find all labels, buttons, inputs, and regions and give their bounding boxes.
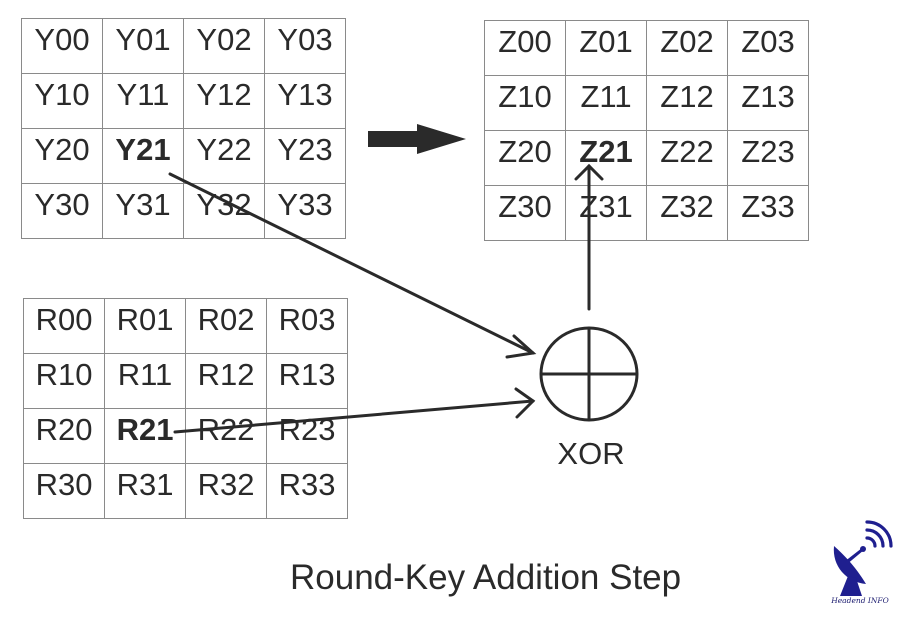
matrix-cell: Y23 bbox=[264, 128, 346, 184]
matrix-cell: R21 bbox=[104, 408, 186, 464]
matrix-cell: Z21 bbox=[565, 130, 647, 186]
matrix-cell: R23 bbox=[266, 408, 348, 464]
matrix-cell: Y33 bbox=[264, 183, 346, 239]
matrix-cell: Z02 bbox=[646, 20, 728, 76]
matrix-cell: Y01 bbox=[102, 18, 184, 74]
matrix-cell: Z20 bbox=[484, 130, 566, 186]
satellite-dish-icon bbox=[833, 520, 893, 596]
matrix-cell: R02 bbox=[185, 298, 267, 354]
matrix-cell: Y30 bbox=[21, 183, 103, 239]
matrix-cell: R03 bbox=[266, 298, 348, 354]
matrix-cell: Z32 bbox=[646, 185, 728, 241]
matrix-cell: R01 bbox=[104, 298, 186, 354]
matrix-cell: Z30 bbox=[484, 185, 566, 241]
matrix-cell: R31 bbox=[104, 463, 186, 519]
block-arrow-icon bbox=[368, 124, 466, 154]
xor-symbol-icon bbox=[539, 326, 639, 422]
matrix-cell: Y11 bbox=[102, 73, 184, 129]
matrix-cell: Z22 bbox=[646, 130, 728, 186]
matrix-cell: Z13 bbox=[727, 75, 809, 131]
matrix-cell: Y03 bbox=[264, 18, 346, 74]
matrix-cell: Y20 bbox=[21, 128, 103, 184]
matrix-cell: Z31 bbox=[565, 185, 647, 241]
matrix-cell: Z11 bbox=[565, 75, 647, 131]
matrix-cell: Z10 bbox=[484, 75, 566, 131]
matrix-cell: Z01 bbox=[565, 20, 647, 76]
matrix-cell: R22 bbox=[185, 408, 267, 464]
matrix-cell: R33 bbox=[266, 463, 348, 519]
matrix-cell: R11 bbox=[104, 353, 186, 409]
matrix-cell: Y22 bbox=[183, 128, 265, 184]
matrix-cell: Y21 bbox=[102, 128, 184, 184]
matrix-cell: Y00 bbox=[21, 18, 103, 74]
matrix-cell: R00 bbox=[23, 298, 105, 354]
xor-label: XOR bbox=[557, 436, 625, 471]
matrix-cell: Y32 bbox=[183, 183, 265, 239]
matrix-cell: Y31 bbox=[102, 183, 184, 239]
matrix-cell: Y12 bbox=[183, 73, 265, 129]
matrix-cell: Z00 bbox=[484, 20, 566, 76]
matrix-cell: R30 bbox=[23, 463, 105, 519]
matrix-cell: Y10 bbox=[21, 73, 103, 129]
matrix-cell: Z12 bbox=[646, 75, 728, 131]
matrix-cell: R13 bbox=[266, 353, 348, 409]
matrix-cell: Z33 bbox=[727, 185, 809, 241]
matrix-cell: Z03 bbox=[727, 20, 809, 76]
matrix-cell: R20 bbox=[23, 408, 105, 464]
diagram-title: Round-Key Addition Step bbox=[290, 558, 682, 597]
matrix-cell: Y02 bbox=[183, 18, 265, 74]
logo-text: Headend INFO bbox=[831, 596, 889, 605]
matrix-cell: Z23 bbox=[727, 130, 809, 186]
matrix-cell: R10 bbox=[23, 353, 105, 409]
matrix-cell: R12 bbox=[185, 353, 267, 409]
matrix-cell: R32 bbox=[185, 463, 267, 519]
matrix-cell: Y13 bbox=[264, 73, 346, 129]
